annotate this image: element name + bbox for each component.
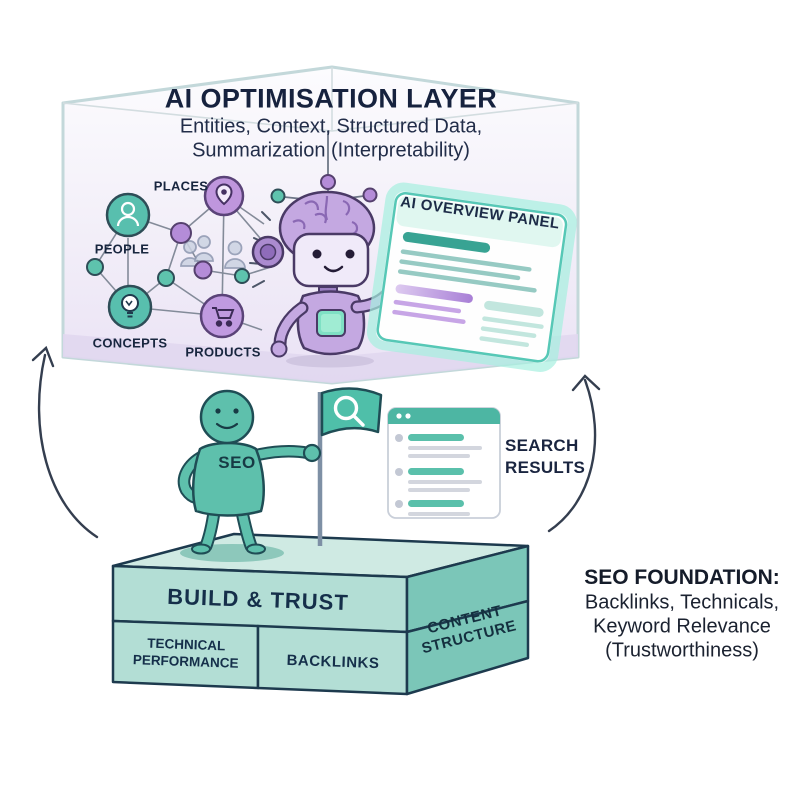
ai-layer-subtitle-line1: Entities, Context, Structured Data,: [179, 115, 483, 138]
result-row: [395, 500, 470, 516]
ai-layer-subtitle-line2: Summarization (Interpretability): [192, 139, 470, 162]
antenna-dot-icon: [320, 174, 336, 190]
robot-face: [292, 232, 370, 288]
lightbulb-icon: [121, 294, 139, 318]
graph-node-people: [105, 192, 151, 238]
people-cluster-icon: [180, 235, 246, 269]
block-backlinks: BACKLINKS: [286, 651, 380, 673]
graph-label-places: PLACES: [153, 178, 209, 194]
block-technical-performance: TECHNICAL PERFORMANCE: [133, 634, 240, 672]
foundation-caption-line3: (Trustworthiness): [605, 639, 759, 662]
antenna-dot-icon: [362, 187, 378, 203]
ai-overview-panel: [366, 182, 577, 372]
window-dot-icon: [396, 413, 402, 419]
block-technical-line2: PERFORMANCE: [132, 652, 239, 671]
graph-node-small: [170, 222, 192, 244]
result-row: [395, 468, 482, 492]
ai-layer-title: AI OPTIMISATION LAYER: [164, 83, 498, 114]
location-pin-icon: [215, 183, 233, 206]
antenna-dot-icon: [270, 188, 286, 204]
graph-node-products: [199, 293, 245, 339]
search-results-window: [387, 407, 501, 519]
knowledge-graph: [86, 175, 275, 339]
search-icon: [333, 395, 365, 427]
result-row: [395, 434, 482, 458]
graph-node-small: [234, 268, 250, 284]
graph-label-concepts: CONCEPTS: [92, 335, 168, 351]
foundation-caption-title: SEO FOUNDATION:: [584, 566, 780, 589]
cycle-arrow-left: [31, 345, 99, 539]
cart-icon: [212, 307, 235, 327]
graph-node-small: [193, 260, 213, 280]
seo-figure-label: SEO: [218, 453, 256, 472]
graph-node-small: [157, 269, 175, 287]
foundation-caption-line1: Backlinks, Technicals,: [584, 591, 780, 614]
graph-label-people: PEOPLE: [94, 241, 150, 257]
graph-node-places: [203, 175, 245, 217]
graph-node-small: [86, 258, 104, 276]
window-dot-icon: [405, 413, 411, 419]
graph-node-concepts: [107, 284, 153, 330]
cycle-arrow-right: [547, 374, 601, 533]
seo-figure: [177, 389, 322, 555]
robot-shadow: [286, 354, 374, 368]
seo-flag: [320, 387, 383, 437]
graph-label-products: PRODUCTS: [185, 344, 261, 360]
foundation-caption-line2: Keyword Relevance: [593, 615, 771, 638]
person-icon: [116, 201, 140, 227]
search-results-label-line2: RESULTS: [505, 458, 586, 477]
search-results-label-line1: SEARCH: [505, 436, 579, 455]
